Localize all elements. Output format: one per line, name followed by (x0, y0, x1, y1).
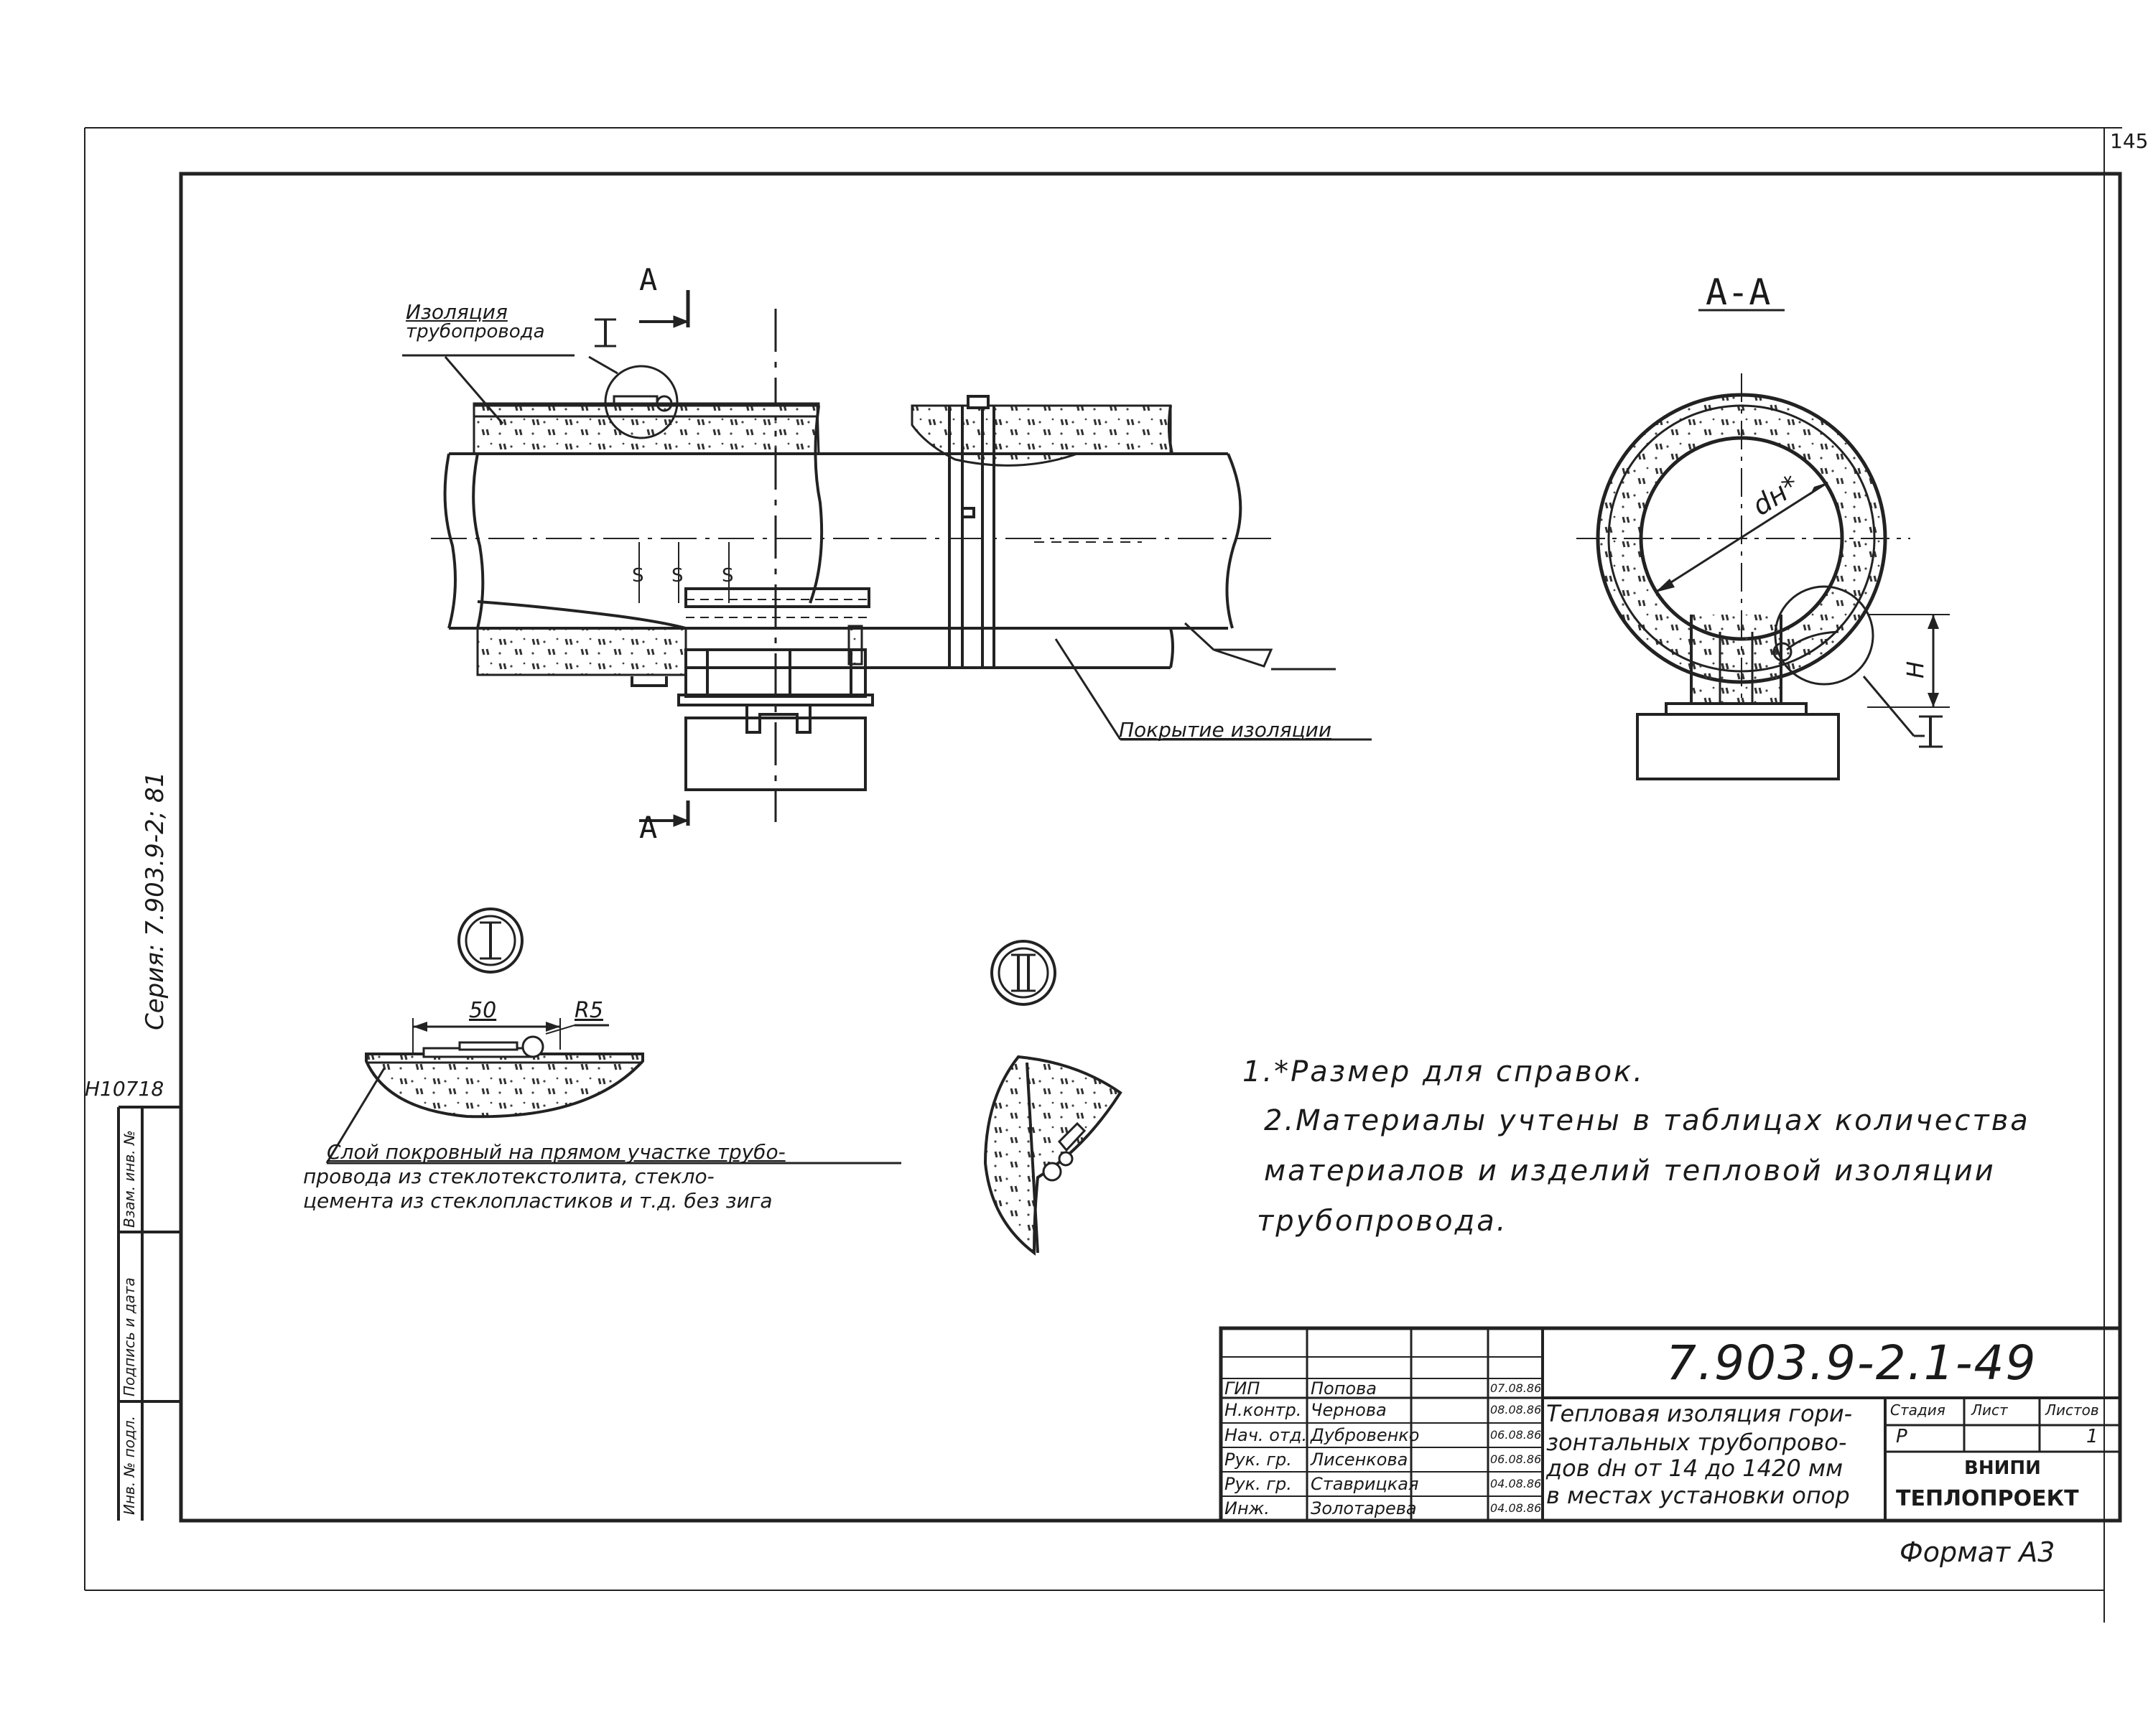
org-line-1: ВНИПИ (1964, 1457, 2041, 1479)
stage-value: Р (1896, 1426, 1907, 1447)
signature-name: Чернова (1311, 1400, 1387, 1420)
signature-name: Дубровенко (1311, 1425, 1420, 1445)
height-label: Н (1902, 661, 1929, 678)
dim-r5: R5 (575, 998, 603, 1023)
signature-name: Лисенкова (1311, 1450, 1408, 1470)
signature-date: 06.08.86 (1490, 1428, 1542, 1442)
title-line-3: дов dн от 14 до 1420 мм (1546, 1455, 1844, 1482)
org-line-2: ТЕПЛОПРОЕКТ (1896, 1486, 2079, 1511)
sheets-header: Листов (2045, 1401, 2099, 1419)
signature-name: Попова (1311, 1378, 1377, 1399)
document-number: 7.903.9-2.1-49 (1666, 1335, 2037, 1391)
svg-text:S: S (671, 565, 684, 587)
margin-strip (117, 1106, 181, 1521)
signature-role: Рук. гр. (1224, 1474, 1292, 1494)
signature-date: 07.08.86 (1490, 1381, 1542, 1395)
note-2-end: трубопровода. (1257, 1205, 1508, 1238)
section-aa-view (1576, 309, 1950, 780)
series-label: Серия: 7.903.9-2; 81 (141, 771, 169, 1030)
section-mark-bottom: А (639, 810, 658, 845)
inventory-number: Н10718 (85, 1077, 164, 1101)
detail-one-caption-line3: цемента из стеклопластиков и т.д. без зи… (303, 1189, 773, 1213)
svg-text:S: S (722, 565, 734, 587)
detail-one-caption-line2: провода из стеклотекстолита, стекло- (303, 1165, 715, 1188)
signature-name: Золотарева (1311, 1498, 1417, 1518)
note-2: 2.Материалы учтены в таблицах количества (1264, 1104, 2030, 1137)
title-block-grid (1219, 1326, 2122, 1523)
section-mark-top: А (639, 262, 658, 297)
signature-role: Рук. гр. (1224, 1450, 1292, 1470)
margin-inv-column: Инв. № подл. (121, 1416, 138, 1515)
title-line-1: Тепловая изоляция гори- (1546, 1400, 1853, 1427)
pipe-support (631, 587, 874, 791)
signature-name: Ставрицкая (1311, 1474, 1419, 1494)
pipe-insulation-top (473, 402, 1172, 467)
dim-50: 50 (469, 998, 497, 1023)
inner-frame (179, 172, 2122, 1523)
insulation-label-line1: Изоляция (406, 300, 508, 324)
note-2-cont: материалов и изделий тепловой изоляции (1264, 1154, 1996, 1187)
callout-circle-detail-two (1774, 585, 1874, 686)
stage-header: Стадия (1890, 1401, 1945, 1419)
signature-role: Инж. (1224, 1498, 1270, 1518)
signature-role: Нач. отд. (1224, 1425, 1308, 1445)
sheets-value: 1 (2086, 1426, 2098, 1447)
sheet-header: Лист (1971, 1401, 2008, 1419)
signature-date: 04.08.86 (1490, 1477, 1542, 1490)
signature-role: ГИП (1224, 1378, 1260, 1399)
paper-format: Формат А3 (1900, 1536, 2055, 1568)
margin-signature-column: Подпись и дата (121, 1277, 138, 1396)
detail-two-view (983, 940, 1122, 1256)
svg-text:S: S (632, 565, 644, 587)
coating-label: Покрытие изоляции (1119, 718, 1332, 742)
insulation-label-line2: трубопровода (406, 321, 545, 342)
detail-one-caption-line1: Слой покровный на прямом участке трубо- (327, 1140, 786, 1164)
detail-one-view (325, 907, 901, 1165)
section-title: А-А (1706, 271, 1771, 313)
coating-leader (1054, 622, 1372, 741)
margin-replace-column: Взам. инв. № (121, 1130, 138, 1228)
signature-date: 08.08.86 (1490, 1403, 1542, 1417)
signature-date: 06.08.86 (1490, 1452, 1542, 1466)
coating-joint (948, 395, 995, 668)
callout-circle-detail-one (604, 365, 679, 439)
page-number: 145 (2110, 129, 2148, 153)
note-1: 1.*Размер для справок. (1242, 1055, 1645, 1088)
signature-date: 04.08.86 (1490, 1501, 1542, 1515)
signature-role: Н.контр. (1224, 1400, 1302, 1420)
title-line-2: зонтальных трубопрово- (1546, 1429, 1847, 1456)
title-line-4: в местах установки опор (1546, 1482, 1850, 1509)
